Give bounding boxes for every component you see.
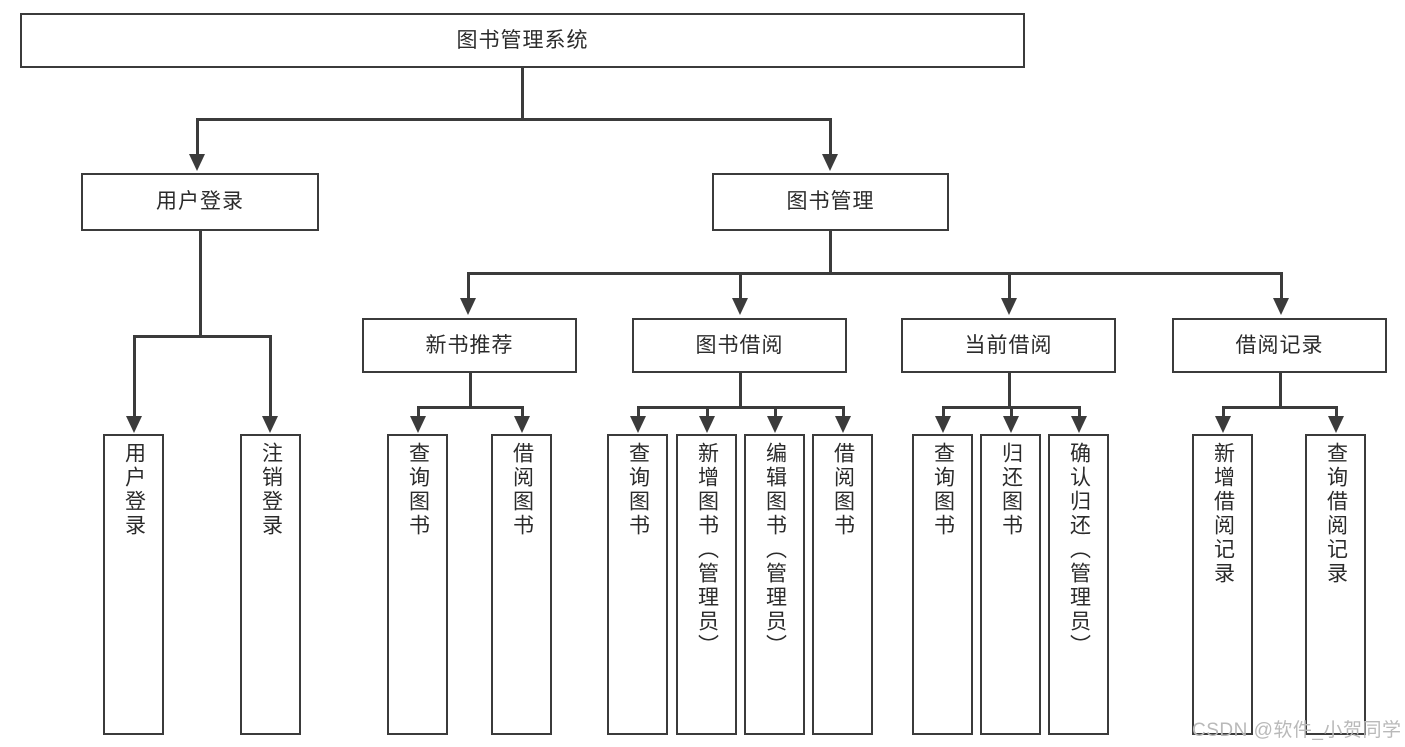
arrowhead-currentborrow-leaf-2: [1003, 416, 1019, 433]
node-label: 图书管理: [786, 190, 875, 214]
connector-borrowrecord-stem: [1279, 373, 1282, 408]
node-label: 编辑图书（管理员）: [763, 442, 787, 658]
node-label: 新增借阅记录: [1211, 442, 1235, 586]
node-label: 当前借阅: [964, 333, 1053, 357]
node-root-system[interactable]: 图书管理系统: [20, 13, 1025, 68]
arrowhead-to-new-book-rec: [460, 298, 476, 315]
arrowhead-bookborrow-leaf-1: [630, 416, 646, 433]
connector-bookmanage-drop-4: [1280, 272, 1283, 300]
node-leaf-query-book-rec[interactable]: 查询图书: [387, 434, 448, 735]
csdn-watermark: CSDN @软件_小贺同学: [1192, 720, 1402, 741]
node-label: 归还图书: [999, 442, 1023, 538]
arrowhead-bookborrow-leaf-4: [835, 416, 851, 433]
node-label: 查询图书: [626, 442, 650, 538]
node-leaf-query-book-borrow[interactable]: 查询图书: [607, 434, 668, 735]
arrowhead-userlogin-leaf-2: [262, 416, 278, 433]
connector-root-stem: [521, 68, 524, 119]
connector-bookborrow-drop-1: [637, 406, 640, 418]
arrowhead-root-to-user-login: [189, 154, 205, 171]
node-label: 查询借阅记录: [1324, 442, 1348, 586]
node-book-manage[interactable]: 图书管理: [712, 173, 949, 231]
connector-currentborrow-drop-1: [942, 406, 945, 418]
connector-bookmanage-bar: [467, 272, 1280, 275]
connector-bookborrow-drop-3: [774, 406, 777, 418]
arrowhead-newbook-leaf-2: [514, 416, 530, 433]
connector-bookborrow-bar: [637, 406, 843, 409]
arrowhead-currentborrow-leaf-3: [1071, 416, 1087, 433]
node-leaf-add-record[interactable]: 新增借阅记录: [1192, 434, 1253, 735]
arrowhead-to-borrow-record: [1273, 298, 1289, 315]
connector-bookmanage-drop-1: [467, 272, 470, 300]
connector-currentborrow-drop-3: [1078, 406, 1081, 418]
node-current-borrow[interactable]: 当前借阅: [901, 318, 1116, 373]
node-label: 查询图书: [406, 442, 430, 538]
node-label: 新书推荐: [425, 333, 514, 357]
arrowhead-currentborrow-leaf-1: [935, 416, 951, 433]
node-label: 查询图书: [931, 442, 955, 538]
node-leaf-add-book[interactable]: 新增图书（管理员）: [676, 434, 737, 735]
node-label: 用户登录: [156, 190, 244, 214]
arrowhead-to-current-borrow: [1001, 298, 1017, 315]
connector-userlogin-drop-1: [133, 335, 136, 418]
node-label: 借阅图书: [831, 442, 855, 538]
node-leaf-user-logout[interactable]: 注销登录: [240, 434, 301, 735]
node-leaf-query-book-current[interactable]: 查询图书: [912, 434, 973, 735]
arrowhead-userlogin-leaf-1: [126, 416, 142, 433]
arrowhead-root-to-book-manage: [822, 154, 838, 171]
connector-root-bar: [196, 118, 830, 121]
connector-bookmanage-stem: [829, 231, 832, 274]
node-label: 确认归还（管理员）: [1067, 442, 1091, 658]
connector-borrowrecord-bar: [1222, 406, 1336, 409]
arrowhead-borrowrecord-leaf-2: [1328, 416, 1344, 433]
arrowhead-bookborrow-leaf-2: [699, 416, 715, 433]
node-label: 借阅图书: [510, 442, 534, 538]
connector-root-drop-book: [829, 118, 832, 156]
node-leaf-return-book[interactable]: 归还图书: [980, 434, 1041, 735]
node-label: 注销登录: [259, 442, 283, 538]
connector-bookmanage-drop-3: [1008, 272, 1011, 300]
node-new-book-rec[interactable]: 新书推荐: [362, 318, 577, 373]
node-leaf-borrow-book-rec[interactable]: 借阅图书: [491, 434, 552, 735]
connector-newbook-stem: [469, 373, 472, 408]
node-label: 借阅记录: [1235, 333, 1324, 357]
node-label: 图书管理系统: [456, 28, 589, 52]
node-label: 图书借阅: [695, 333, 784, 357]
connector-userlogin-bar: [133, 335, 269, 338]
connector-borrowrecord-drop-2: [1335, 406, 1338, 418]
connector-currentborrow-drop-2: [1010, 406, 1013, 418]
node-leaf-query-record[interactable]: 查询借阅记录: [1305, 434, 1366, 735]
connector-currentborrow-stem: [1008, 373, 1011, 408]
connector-userlogin-drop-2: [269, 335, 272, 418]
arrowhead-bookborrow-leaf-3: [767, 416, 783, 433]
connector-bookborrow-stem: [739, 373, 742, 408]
connector-bookmanage-drop-2: [739, 272, 742, 300]
node-leaf-borrow-book[interactable]: 借阅图书: [812, 434, 873, 735]
connector-newbook-bar: [417, 406, 522, 409]
arrowhead-newbook-leaf-1: [410, 416, 426, 433]
connector-userlogin-stem: [199, 231, 202, 336]
connector-root-drop-user: [196, 118, 199, 156]
arrowhead-borrowrecord-leaf-1: [1215, 416, 1231, 433]
node-user-login[interactable]: 用户登录: [81, 173, 319, 231]
connector-newbook-drop-1: [417, 406, 420, 418]
node-leaf-confirm-return[interactable]: 确认归还（管理员）: [1048, 434, 1109, 735]
connector-bookborrow-drop-2: [706, 406, 709, 418]
node-leaf-edit-book[interactable]: 编辑图书（管理员）: [744, 434, 805, 735]
node-book-borrow[interactable]: 图书借阅: [632, 318, 847, 373]
arrowhead-to-book-borrow: [732, 298, 748, 315]
connector-newbook-drop-2: [521, 406, 524, 418]
node-borrow-record[interactable]: 借阅记录: [1172, 318, 1387, 373]
node-label: 新增图书（管理员）: [695, 442, 719, 658]
node-label: 用户登录: [122, 442, 146, 538]
connector-borrowrecord-drop-1: [1222, 406, 1225, 418]
connector-bookborrow-drop-4: [842, 406, 845, 418]
node-leaf-user-login[interactable]: 用户登录: [103, 434, 164, 735]
